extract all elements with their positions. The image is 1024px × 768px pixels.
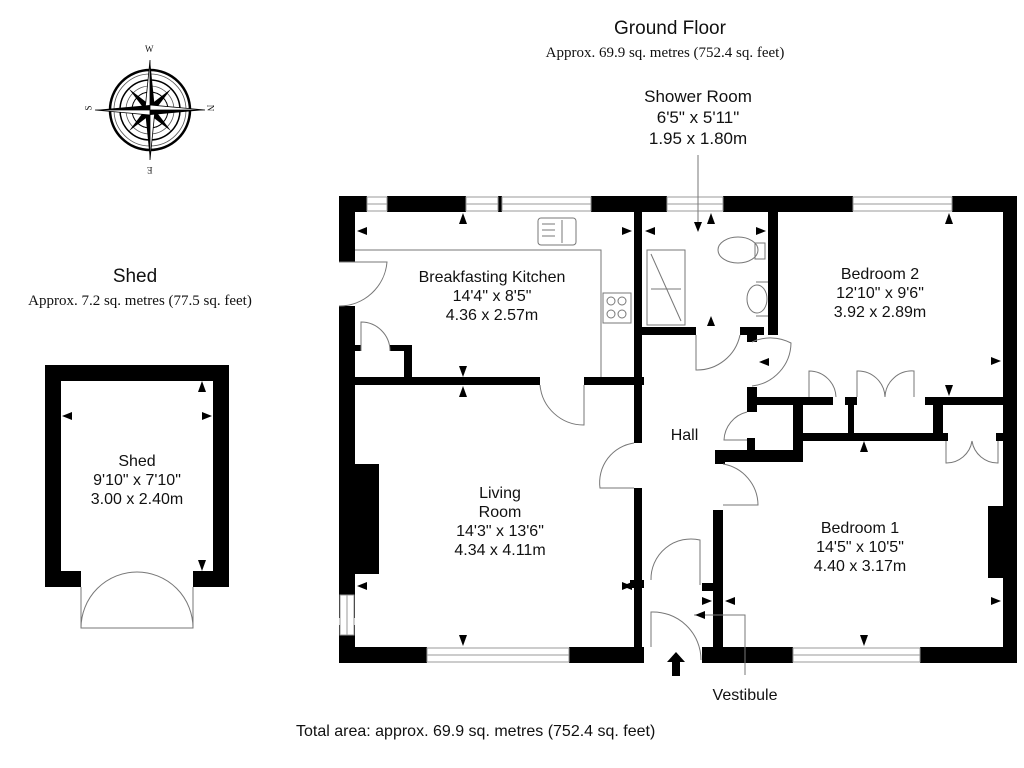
- kitchen-metric: 4.36 x 2.57m: [445, 307, 539, 324]
- compass-label-right: N: [205, 104, 216, 112]
- kitchen-imperial: 14'4" x 8'5": [452, 288, 532, 305]
- bedroom2-metric: 3.92 x 2.89m: [833, 304, 927, 321]
- shed-name: Shed: [118, 453, 156, 470]
- room-label-kitchen: Breakfasting Kitchen 14'4" x 8'5" 4.36 x…: [392, 268, 592, 325]
- shed-area: Approx. 7.2 sq. metres (77.5 sq. feet): [28, 293, 252, 309]
- bedroom1-metric: 4.40 x 3.17m: [813, 558, 907, 575]
- shed-walls: [45, 365, 229, 587]
- room-label-shed: Shed 9'10" x 7'10" 3.00 x 2.40m: [62, 452, 212, 509]
- compass-label-bottom: E: [147, 165, 153, 175]
- room-label-bedroom-1: Bedroom 1 14'5" x 10'5" 4.40 x 3.17m: [790, 519, 930, 576]
- kitchen-name: Breakfasting Kitchen: [418, 269, 566, 286]
- room-label-bedroom-2: Bedroom 2 12'10" x 9'6" 3.92 x 2.89m: [810, 265, 950, 322]
- bedroom2-name: Bedroom 2: [840, 266, 920, 283]
- floor-title: Ground Floor: [614, 18, 726, 39]
- room-label-hall: Hall: [662, 426, 707, 445]
- house-walls: [339, 196, 1017, 663]
- windows: [339, 196, 953, 663]
- total-area: Total area: approx. 69.9 sq. metres (752…: [296, 723, 656, 740]
- dimension-arrows: [357, 213, 1001, 676]
- shed-title: Shed: [112, 266, 158, 287]
- vestibule-name: Vestibule: [712, 687, 778, 704]
- living-room-name-line1: Living: [479, 485, 521, 502]
- shed-double-door: [80, 571, 194, 629]
- room-label-vestibule: Vestibule: [700, 686, 790, 705]
- shower-room-metric: 1.95 x 1.80m: [648, 129, 748, 148]
- bedroom2-imperial: 12'10" x 9'6": [836, 285, 924, 302]
- shed-dimension-arrows: [62, 381, 212, 571]
- shower-room-name: Shower Room: [644, 87, 752, 106]
- living-room-metric: 4.34 x 4.11m: [454, 542, 546, 559]
- compass-rose-icon: [94, 59, 206, 161]
- fixtures-and-doors: [338, 155, 999, 675]
- living-room-name-line2: Room: [478, 504, 522, 521]
- hall-name: Hall: [670, 427, 699, 444]
- room-label-living-room: Living Room 14'3" x 13'6" 4.34 x 4.11m: [430, 484, 570, 560]
- living-room-imperial: 14'3" x 13'6": [456, 523, 544, 540]
- compass-label-left: S: [83, 105, 94, 111]
- bedroom1-imperial: 14'5" x 10'5": [816, 539, 904, 556]
- shower-room-imperial: 6'5" x 5'11": [656, 108, 740, 127]
- floor-area: Approx. 69.9 sq. metres (752.4 sq. feet): [545, 45, 785, 61]
- shed-metric: 3.00 x 2.40m: [90, 491, 184, 508]
- bedroom1-name: Bedroom 1: [820, 520, 900, 537]
- compass-label-top: W: [145, 44, 154, 54]
- shed-imperial: 9'10" x 7'10": [93, 472, 181, 489]
- room-label-shower-room: Shower Room 6'5" x 5'11" 1.95 x 1.80m: [618, 86, 778, 149]
